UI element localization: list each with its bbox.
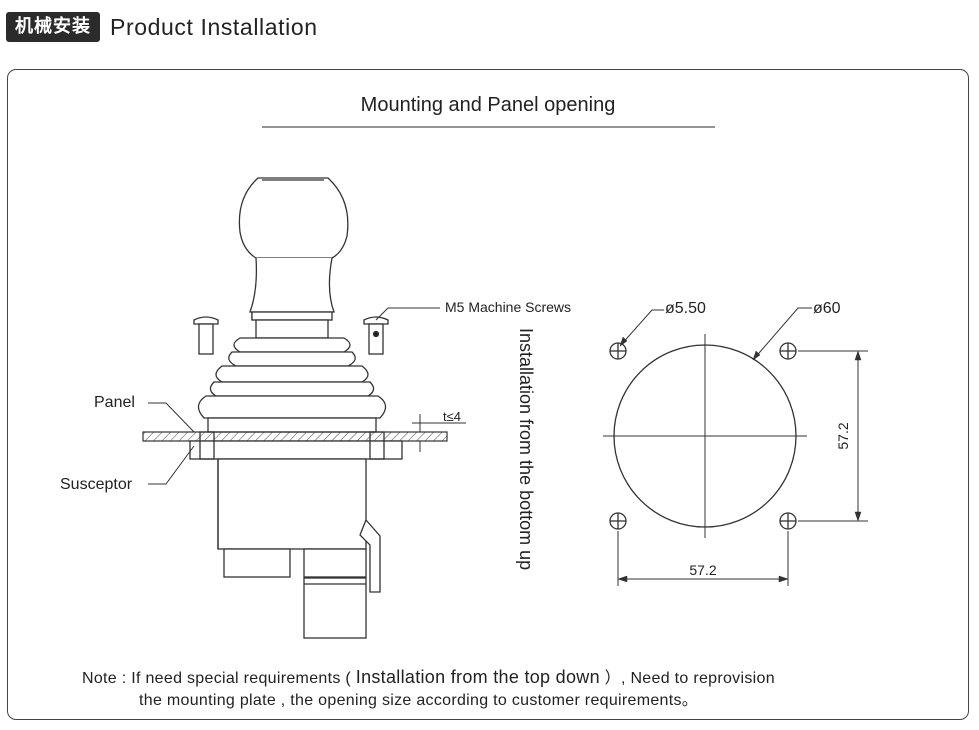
opening-dia-label: ø60 [813, 300, 841, 317]
joystick-neck [249, 257, 335, 313]
note-highlight: Installation from the top down [355, 667, 600, 687]
installation-note: Note : If need special requirements ( In… [82, 666, 962, 712]
hole-dia-label: ø5.50 [665, 300, 706, 317]
bellows-ring-2 [215, 365, 369, 383]
housing [217, 458, 367, 550]
section-title: Product Installation [110, 13, 318, 40]
screws-leader [375, 307, 440, 321]
panel-leader [148, 402, 195, 433]
panel-label: Panel [94, 394, 135, 411]
right-screw [363, 316, 389, 355]
mounting-holes [609, 342, 797, 530]
susceptor-leader [148, 445, 195, 485]
bellows-ring-1 [233, 337, 351, 353]
susceptor-label: Susceptor [60, 476, 133, 493]
horizontal-dimension-label: 57.2 [689, 562, 716, 578]
connector-block [303, 577, 367, 639]
joystick-drawing [193, 177, 389, 433]
note-suffix: ）, Need to reprovision [604, 670, 775, 687]
note-prefix: Note : If need special requirements ( [82, 670, 352, 687]
section-badge: 机械安装 [6, 12, 100, 42]
hole-dia-leader [619, 309, 664, 347]
section-header: 机械安装 Product Installation [6, 10, 318, 44]
thickness-label: t≤4 [443, 409, 461, 424]
joystick-body [189, 431, 403, 639]
diagram-title: Mounting and Panel opening [361, 94, 616, 116]
install-direction-text: Installation from the bottom up [516, 328, 536, 570]
panel-plate [142, 431, 448, 442]
vertical-dimension-label: 57.2 [835, 422, 851, 449]
left-screw [193, 316, 219, 355]
opening-dia-leader [752, 307, 812, 361]
joystick-knob [238, 177, 349, 259]
bellows-ring-3 [197, 395, 387, 419]
screws-label: M5 Machine Screws [445, 299, 571, 315]
content-frame [7, 69, 969, 720]
note-line2: the mounting plate , the opening size ac… [139, 692, 699, 709]
cutout-drawing [603, 307, 868, 586]
